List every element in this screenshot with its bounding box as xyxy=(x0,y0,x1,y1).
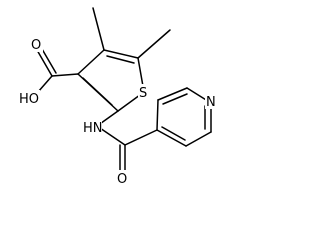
bond-c3-c4 xyxy=(77,49,105,75)
atom-label-acid-oxygen: O xyxy=(31,38,41,53)
bond-methyl-c5 xyxy=(137,29,171,59)
bond-c4-c5-double xyxy=(106,55,135,64)
atom-label-pyridine-nitrogen: N xyxy=(206,95,216,110)
atom-label-amide-nitrogen: HN xyxy=(83,121,103,136)
bond-carbonyl-pyridine xyxy=(124,129,158,146)
bond-py-c2-c3-double xyxy=(162,93,188,105)
bond-py-c2-c3 xyxy=(157,87,188,101)
bond-c3-carboxyl xyxy=(51,73,79,77)
bond-py-c6-c1 xyxy=(156,129,187,147)
bond-carboxyl-o-a xyxy=(36,49,53,77)
bond-c4-c5 xyxy=(103,49,139,59)
chemical-structure: HO O S HN O N xyxy=(19,7,216,187)
bond-py-c1-c2 xyxy=(156,99,159,131)
bond-py-c6-c1-double xyxy=(161,126,186,141)
bond-methyl-c4 xyxy=(92,7,105,51)
bond-py-c5-c6 xyxy=(185,131,212,147)
bond-c2-c3-double xyxy=(82,77,113,106)
atom-label-amide-oxygen: O xyxy=(117,172,127,187)
atom-label-hydroxyl: HO xyxy=(19,92,39,107)
bond-carboxyl-oh xyxy=(37,75,53,93)
bond-carboxyl-o-b xyxy=(41,48,57,74)
atom-label-sulfur: S xyxy=(139,86,147,101)
